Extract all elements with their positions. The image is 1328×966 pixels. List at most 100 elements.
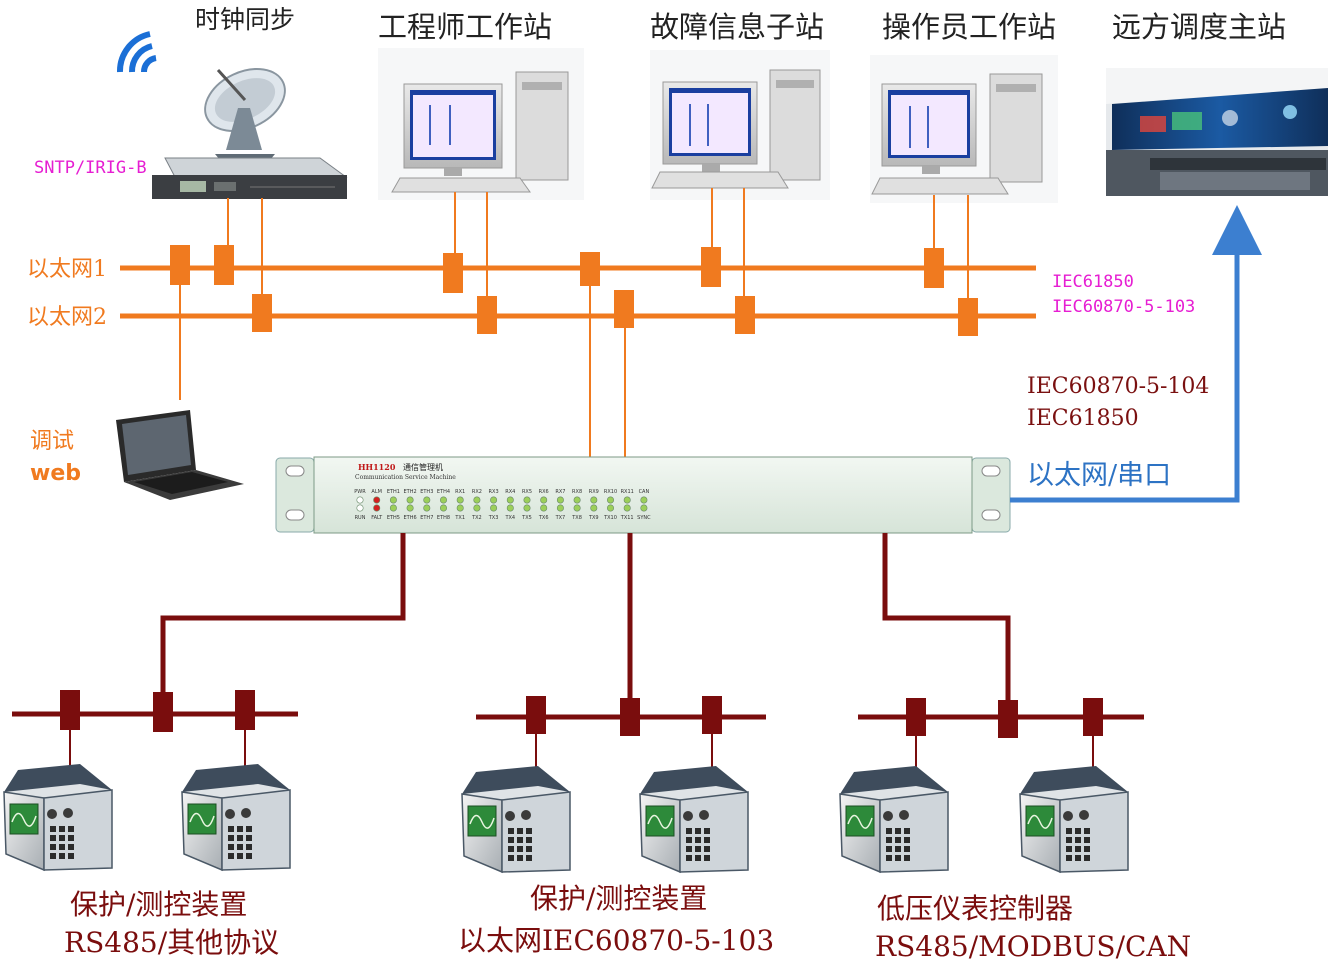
led-tx1 (456, 504, 464, 512)
led-label-falt: FALT (371, 515, 383, 521)
led-label-tx4: TX4 (504, 515, 515, 521)
led-pwr (356, 496, 364, 504)
group1-title: 保护/测控装置 (70, 888, 247, 921)
led-rx9 (590, 496, 598, 504)
operator-workstation-computer (870, 55, 1058, 203)
remote-dispatch-title: 远方调度主站 (1112, 10, 1286, 44)
iec61850-label-uplink: IEC61850 (1027, 406, 1139, 431)
uplink-arrow (1010, 205, 1262, 503)
led-sync (640, 504, 648, 512)
led-label-pwr: PWR (354, 489, 366, 495)
led-run (356, 504, 364, 512)
led-alm (373, 496, 381, 504)
led-tx5 (523, 504, 531, 512)
led-label-tx10: TX10 (603, 515, 617, 521)
led-label-tx1: TX1 (454, 515, 465, 521)
device-name-cn: 通信管理机 (403, 462, 443, 472)
fault-substation-title: 故障信息子站 (650, 10, 824, 44)
engineer-workstation-computer (378, 48, 584, 200)
control-room-photo (1106, 68, 1328, 196)
led-label-alm: ALM (371, 489, 382, 495)
debug-label: 调试 (30, 429, 74, 454)
field-device-icon (839, 766, 949, 874)
led-tx2 (473, 504, 481, 512)
ethernet-drop-lines (179, 188, 969, 457)
led-tx11 (623, 504, 631, 512)
led-rx11 (623, 496, 631, 504)
web-label: web (30, 461, 81, 486)
wifi-icon (116, 31, 157, 73)
iec60870-103-label: IEC60870-5-103 (1052, 297, 1195, 317)
led-label-can: CAN (639, 489, 650, 495)
ethernet2-label: 以太网2 (27, 305, 107, 330)
led-tx10 (606, 504, 614, 512)
led-rx5 (523, 496, 531, 504)
clock-sync-title: 时钟同步 (195, 5, 295, 34)
led-label-eth7: ETH7 (420, 515, 433, 521)
fieldbus-lines (12, 533, 1144, 720)
led-rx6 (540, 496, 548, 504)
led-rx3 (490, 496, 498, 504)
led-label-eth5: ETH5 (387, 515, 400, 521)
led-eth2 (406, 496, 414, 504)
led-tx4 (506, 504, 514, 512)
led-tx8 (573, 504, 581, 512)
led-eth7 (423, 504, 431, 512)
time-sync-server (152, 157, 348, 199)
led-eth5 (389, 504, 397, 512)
fieldbus-connectors (60, 690, 1103, 738)
led-label-rx9: RX9 (589, 489, 599, 495)
led-label-eth6: ETH6 (404, 515, 417, 521)
led-rx4 (506, 496, 514, 504)
led-label-rx7: RX7 (555, 489, 565, 495)
device-brand-label: HH1120 (358, 462, 396, 472)
engineer-station-title: 工程师工作站 (378, 10, 552, 44)
led-label-rx5: RX5 (522, 489, 532, 495)
led-label-tx11: TX11 (620, 515, 634, 521)
ethernet-connectors (170, 245, 978, 336)
group2-title: 保护/测控装置 (530, 882, 707, 915)
debug-laptop-icon (116, 410, 244, 500)
led-tx6 (540, 504, 548, 512)
led-label-tx2: TX2 (471, 515, 482, 521)
led-rx2 (473, 496, 481, 504)
group3-title: 低压仪表控制器 (877, 892, 1073, 925)
led-tx9 (590, 504, 598, 512)
field-devices (3, 764, 1129, 874)
led-label-rx11: RX11 (621, 489, 634, 495)
led-label-tx8: TX8 (571, 515, 582, 521)
led-eth8 (439, 504, 447, 512)
field-device-icon (639, 766, 749, 874)
field-device-icon (3, 764, 113, 872)
ethernet1-label: 以太网1 (27, 257, 107, 282)
led-label-eth3: ETH3 (420, 489, 433, 495)
satellite-dish-icon (204, 68, 286, 160)
led-label-rx10: RX10 (604, 489, 617, 495)
led-rx10 (606, 496, 614, 504)
group3-protocol: RS485/MODBUS/CAN (875, 930, 1191, 963)
led-rx8 (573, 496, 581, 504)
led-falt (373, 504, 381, 512)
field-device-icon (181, 764, 291, 872)
led-label-eth2: ETH2 (404, 489, 417, 495)
device-name-en: Communication Service Machine (355, 474, 456, 481)
led-label-eth4: ETH4 (437, 489, 450, 495)
led-label-tx9: TX9 (588, 515, 599, 521)
led-eth1 (389, 496, 397, 504)
field-device-icon (461, 766, 571, 874)
led-label-tx5: TX5 (521, 515, 532, 521)
led-label-rx2: RX2 (472, 489, 482, 495)
led-eth3 (423, 496, 431, 504)
led-label-rx3: RX3 (489, 489, 499, 495)
led-label-tx3: TX3 (488, 515, 499, 521)
led-can (640, 496, 648, 504)
led-tx7 (556, 504, 564, 512)
led-label-tx7: TX7 (555, 515, 566, 521)
group1-protocol: RS485/其他协议 (64, 926, 279, 959)
led-rx1 (456, 496, 464, 504)
operator-station-title: 操作员工作站 (882, 10, 1056, 44)
led-label-sync: SYNC (637, 515, 651, 521)
